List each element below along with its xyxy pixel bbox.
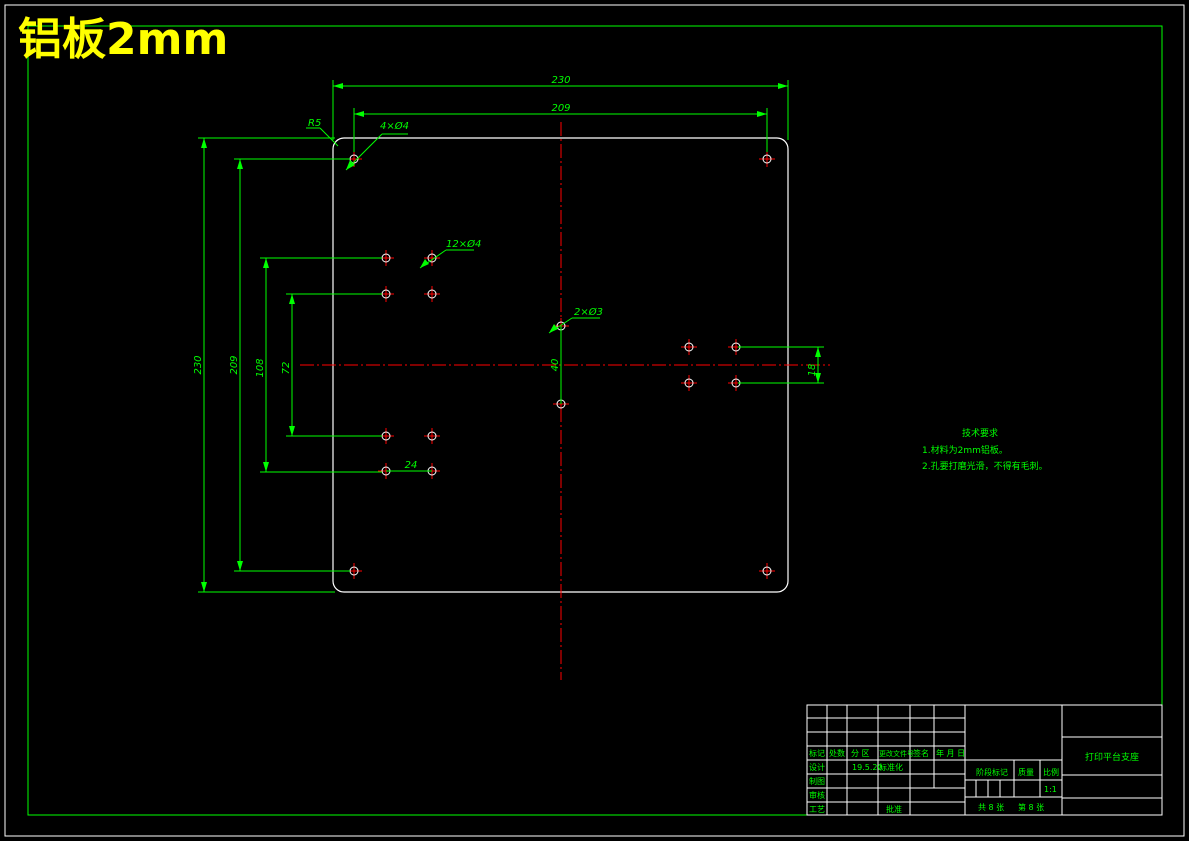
tb-rev-zone: 分 区	[851, 749, 870, 758]
tech-req-item2: 2.孔要打磨光滑，不得有毛刺。	[922, 460, 1048, 472]
dim-height-holes: 209	[229, 355, 240, 374]
technical-requirements: 技术要求 1.材料为2mm铝板。 2.孔要打磨光滑，不得有毛刺。	[922, 427, 1048, 472]
dim-width-holes: 209	[551, 103, 570, 114]
tb-rev-mark: 标记	[809, 748, 825, 758]
dim-corner-radius: R5	[308, 118, 321, 129]
tb-stage-mark: 阶段标记	[976, 767, 1008, 777]
dim-24: 24	[405, 460, 418, 471]
dim-hole-corner: 4×Ø4	[380, 120, 409, 132]
dim-width-total: 230	[551, 75, 570, 86]
hole-group	[424, 250, 440, 266]
hole-group	[681, 339, 697, 355]
hole-corner	[759, 563, 775, 579]
dim-40: 40	[550, 359, 561, 372]
hole-corner	[759, 151, 775, 167]
centerlines	[300, 122, 830, 680]
hole-group	[424, 286, 440, 302]
tb-rev-doc: 更改文件号	[879, 749, 914, 758]
tb-draw: 制图	[809, 776, 825, 786]
inner-frame	[27, 25, 1163, 816]
tb-design-date: 19.5.20	[852, 763, 883, 772]
dim-18: 18	[807, 364, 818, 377]
dim-hole-center: 2×Ø3	[574, 306, 603, 318]
hole-group	[681, 375, 697, 391]
tb-drawing-name: 打印平台支座	[1085, 751, 1139, 763]
dim-108: 108	[255, 358, 266, 377]
dim-height-total: 230	[193, 355, 204, 374]
title-block-texts: 打印平台支座 标记 处数 分 区 更改文件号 签名 年 月 日 设计 19.5.…	[809, 748, 1139, 814]
tb-design: 设计	[809, 762, 825, 772]
tb-scale-value: 1:1	[1044, 785, 1057, 794]
dimension-texts: 230 209 230 209 108 72 40 18 24 R5 4×Ø4 …	[193, 75, 818, 471]
tech-req-title: 技术要求	[962, 427, 998, 439]
outer-frame	[4, 4, 1185, 837]
title-block	[806, 704, 1163, 816]
tb-weight: 质量	[1018, 767, 1034, 777]
tb-sheet-no: 第 8 张	[1018, 802, 1044, 812]
tech-req-item1: 1.材料为2mm铝板。	[922, 444, 1008, 456]
dim-72: 72	[281, 362, 292, 375]
tb-approve: 批准	[886, 804, 902, 814]
tb-sheets-total: 共 8 张	[978, 803, 1004, 812]
dimension-arrows	[201, 83, 821, 592]
dimension-lines	[198, 80, 824, 593]
tb-standardize: 标准化	[879, 762, 903, 772]
tb-check: 审核	[809, 790, 825, 800]
tb-rev-date: 年 月 日	[936, 748, 965, 758]
drawing-heading: 铝板2mm	[18, 14, 229, 65]
tb-rev-sign: 签名	[913, 748, 929, 758]
tb-scale-label: 比例	[1043, 767, 1059, 777]
tb-rev-count: 处数	[829, 748, 845, 758]
tb-process: 工艺	[809, 805, 825, 814]
dim-hole-group: 12×Ø4	[446, 238, 481, 250]
hole-group	[424, 428, 440, 444]
